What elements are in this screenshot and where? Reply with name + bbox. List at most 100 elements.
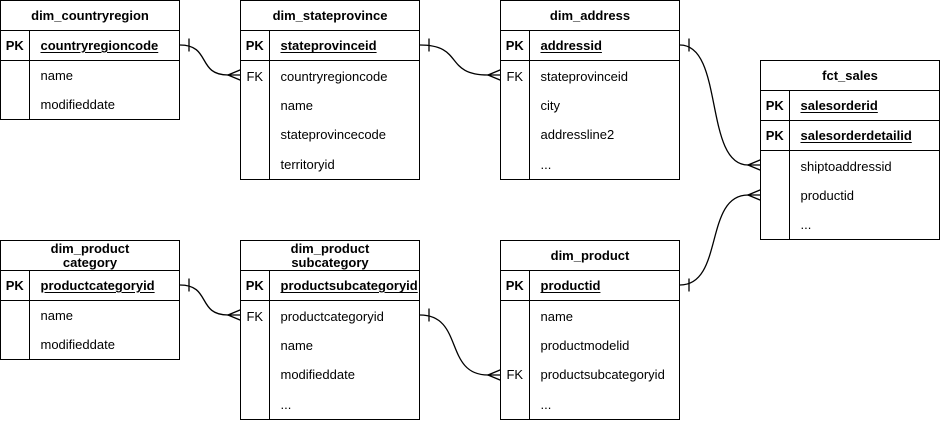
- entity-title[interactable]: fct_sales: [761, 61, 939, 91]
- column-name: salesorderid: [800, 98, 878, 114]
- edge-dim_product-to-fct_sales[interactable]: [679, 189, 761, 292]
- edge-curve: [679, 194, 749, 286]
- column-row[interactable]: name: [1, 61, 179, 90]
- column-row[interactable]: productmodelid: [501, 330, 679, 361]
- entity-title[interactable]: dim_stateprovince: [241, 1, 419, 31]
- key-cell: [1, 330, 30, 359]
- key-cell: [761, 151, 790, 181]
- column-name: modifieddate: [40, 337, 115, 352]
- edge-curve: [419, 44, 489, 76]
- column-name: name: [280, 338, 314, 354]
- edge-dim_address-to-fct_sales[interactable]: [679, 38, 761, 171]
- entity-title[interactable]: dim_address: [501, 1, 679, 31]
- cardinality-many-crowfoot: [227, 74, 241, 81]
- cardinality-many-crowfoot: [747, 194, 761, 201]
- entity-title[interactable]: dim_countryregion: [1, 1, 179, 31]
- column-name: name: [540, 308, 574, 324]
- key-cell: PK: [1, 271, 30, 300]
- column-name: countryregioncode: [280, 68, 388, 84]
- column-name: stateprovinceid: [540, 68, 628, 84]
- key-cell: [241, 149, 270, 180]
- column-row[interactable]: stateprovincecode: [241, 120, 419, 150]
- key-cell: [1, 301, 30, 330]
- column-name: productsubcategoryid: [280, 278, 418, 294]
- column-name: ...: [540, 156, 552, 172]
- column-row[interactable]: ...: [501, 389, 679, 420]
- key-cell: [241, 389, 270, 420]
- entity-title[interactable]: dim_product category: [1, 241, 179, 271]
- column-name: ...: [540, 396, 552, 412]
- edge-curve: [679, 44, 749, 166]
- key-cell: FK: [501, 360, 530, 390]
- column-name: territoryid: [280, 156, 335, 172]
- key-cell: FK: [241, 61, 270, 91]
- column-row[interactable]: name: [241, 330, 419, 361]
- edge-dim_stateprovince-to-dim_address[interactable]: [419, 38, 501, 81]
- column-row[interactable]: addressline2: [501, 120, 679, 150]
- column-name: modifieddate: [40, 97, 115, 112]
- key-cell: [501, 120, 530, 150]
- column-row[interactable]: ...: [501, 149, 679, 180]
- column-row[interactable]: FK countryregioncode: [241, 61, 419, 91]
- column-row[interactable]: name: [1, 301, 179, 330]
- column-name: productcategoryid: [280, 308, 384, 324]
- column-row[interactable]: productid: [761, 180, 939, 210]
- column-row[interactable]: shiptoaddressid: [761, 151, 939, 181]
- entity-rows: PK productcategoryid name modifieddate: [1, 271, 179, 359]
- key-cell: [1, 61, 30, 90]
- cardinality-many-crowfoot: [487, 369, 501, 376]
- entity-dim-productsubcategory[interactable]: dim_product subcategory PK productsubcate…: [240, 240, 420, 420]
- column-name: countryregioncode: [40, 38, 159, 53]
- column-name: shiptoaddressid: [800, 158, 892, 174]
- column-name: stateprovinceid: [280, 38, 377, 54]
- key-cell: PK: [501, 31, 530, 61]
- column-row[interactable]: ...: [241, 389, 419, 420]
- edge-dim_productsubcategory-to-dim_product[interactable]: [419, 308, 501, 381]
- entity-dim-productcategory[interactable]: dim_product category PK productcategoryid…: [0, 240, 180, 360]
- cardinality-many-crowfoot: [487, 74, 501, 81]
- column-row[interactable]: PK productcategoryid: [1, 271, 179, 301]
- key-cell: [241, 90, 270, 121]
- column-row[interactable]: modifieddate: [1, 90, 179, 119]
- column-row[interactable]: modifieddate: [1, 330, 179, 359]
- entity-title[interactable]: dim_product: [501, 241, 679, 271]
- cardinality-many-crowfoot: [747, 164, 761, 171]
- column-row[interactable]: ...: [761, 209, 939, 240]
- column-name: productmodelid: [540, 338, 630, 354]
- cardinality-many-crowfoot: [747, 159, 761, 166]
- column-name: city: [540, 98, 561, 114]
- column-row[interactable]: city: [501, 90, 679, 121]
- key-cell: [241, 330, 270, 361]
- column-row[interactable]: modifieddate: [241, 360, 419, 390]
- cardinality-many-crowfoot: [227, 314, 241, 321]
- column-row[interactable]: name: [241, 90, 419, 121]
- key-cell: [761, 209, 790, 240]
- edge-dim_countryregion-to-dim_stateprovince[interactable]: [179, 38, 241, 81]
- key-cell: PK: [241, 271, 270, 301]
- edge-dim_productcategory-to-dim_productsubcategory[interactable]: [179, 278, 241, 321]
- column-row[interactable]: territoryid: [241, 149, 419, 180]
- entity-title[interactable]: dim_product subcategory: [241, 241, 419, 271]
- column-name: productcategoryid: [40, 278, 155, 293]
- key-cell: [501, 149, 530, 180]
- column-name: name: [40, 68, 74, 83]
- column-row[interactable]: name: [501, 301, 679, 331]
- column-row[interactable]: PK productsubcategoryid: [241, 271, 419, 302]
